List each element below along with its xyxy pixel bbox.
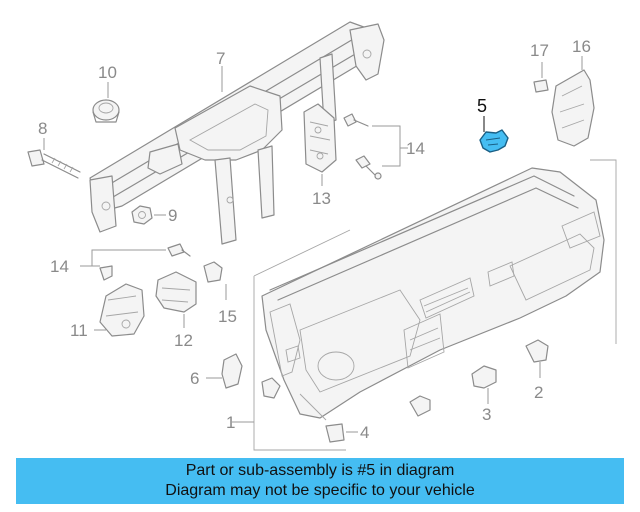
callout-3: 3: [482, 405, 491, 424]
callout-10: 10: [98, 63, 117, 82]
part-5-highlighted[interactable]: [479, 129, 509, 153]
part-1-instrument-panel[interactable]: [253, 159, 617, 451]
part-16-side-cover[interactable]: [551, 69, 595, 147]
callout-13: 13: [312, 189, 331, 208]
callout-16: 16: [572, 37, 591, 56]
callout-9: 9: [168, 206, 177, 225]
callout-1: 1: [226, 413, 235, 432]
callout-12: 12: [174, 331, 193, 350]
part-17-clip[interactable]: [533, 79, 549, 93]
callout-4: 4: [360, 423, 369, 442]
callout-14-upper: 14: [406, 139, 425, 158]
part-8-bolt[interactable]: [27, 149, 81, 179]
banner-line-2: Diagram may not be specific to your vehi…: [165, 482, 475, 499]
part-3-clip[interactable]: [409, 365, 497, 417]
part-14-screws-lower[interactable]: [99, 243, 191, 281]
callout-15: 15: [218, 307, 237, 326]
part-9-nut[interactable]: [131, 205, 153, 225]
callout-11: 11: [70, 321, 88, 340]
callout-5: 5: [477, 96, 487, 116]
callout-6: 6: [190, 369, 199, 388]
info-banner: Part or sub-assembly is #5 in diagram Di…: [16, 458, 624, 504]
part-11-bracket[interactable]: [99, 283, 145, 337]
callout-2: 2: [534, 383, 543, 402]
part-10-damper[interactable]: [92, 99, 120, 123]
callout-8: 8: [38, 119, 47, 138]
part-12-bracket[interactable]: [155, 271, 197, 313]
callout-14-lower: 14: [50, 257, 69, 276]
cross-car-beam[interactable]: [89, 21, 385, 245]
part-15-clip[interactable]: [203, 261, 223, 283]
parts-diagram: 7 10 8 9 13 14: [27, 21, 617, 451]
callout-17: 17: [530, 41, 549, 60]
part-4-clip[interactable]: [325, 423, 345, 443]
part-14-screws-upper[interactable]: [343, 113, 382, 180]
part-2-clip[interactable]: [261, 339, 549, 399]
part-13-bracket[interactable]: [303, 103, 337, 173]
part-6-clip[interactable]: [221, 353, 243, 389]
banner-line-1: Part or sub-assembly is #5 in diagram: [185, 462, 455, 479]
callout-7: 7: [216, 49, 225, 68]
